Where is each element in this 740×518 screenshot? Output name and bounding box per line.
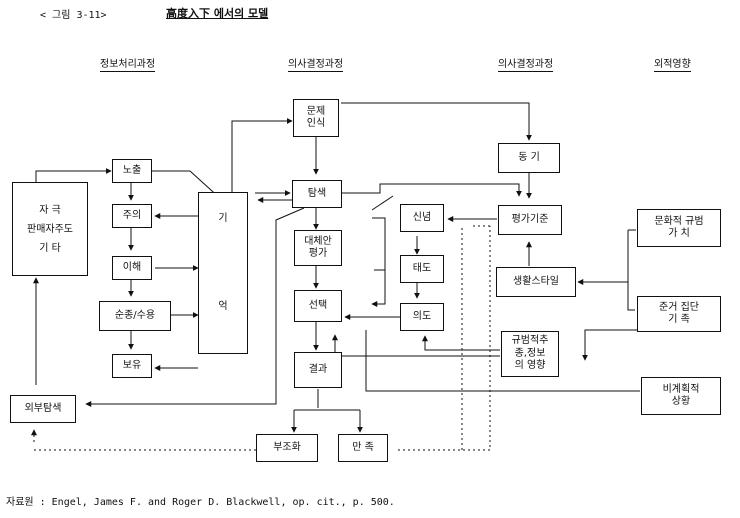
- reference-group-box: 준거 집단 기 족: [637, 296, 721, 332]
- comprehension-box: 이해: [112, 256, 152, 280]
- memory-label-top: 기: [218, 213, 228, 224]
- attention-box: 주의: [112, 204, 152, 228]
- memory-label-bottom: 억: [218, 301, 228, 312]
- attitude-box: 태도: [400, 255, 444, 283]
- choice-box: 선택: [294, 290, 342, 322]
- evaluation-criteria-box: 평가기준: [498, 205, 562, 235]
- column-header-external-influence: 외적영향: [654, 55, 691, 72]
- external-search-box: 외부탐색: [10, 395, 76, 423]
- normative-influence-box: 규범적추 종,정보 의 영향: [501, 331, 559, 377]
- memory-box: 기 억: [198, 192, 248, 354]
- satisfaction-box: 만 족: [338, 434, 388, 462]
- belief-box: 신념: [400, 204, 444, 232]
- diagram-title: 高度入下 에서의 모델: [166, 7, 269, 20]
- unexpected-situation-box: 비계획적 상황: [641, 377, 721, 415]
- problem-recognition-box: 문제 인식: [293, 99, 339, 137]
- lifestyle-box: 생활스타일: [496, 267, 576, 297]
- exposure-box: 노출: [112, 159, 152, 183]
- motive-box: 동 기: [498, 143, 560, 173]
- outcome-box: 결과: [294, 352, 342, 388]
- intention-box: 의도: [400, 303, 444, 331]
- figure-label: < 그림 3-11>: [40, 10, 107, 21]
- column-header-info-processing: 정보처리과정: [100, 55, 156, 72]
- column-header-decision-process-2: 의사결정과정: [498, 55, 554, 72]
- source-note: 자료원 : Engel, James F. and Roger D. Black…: [6, 497, 395, 508]
- stimulus-box: 자 극 판매자주도 기 타: [12, 182, 88, 276]
- culture-norms-box: 문화적 규범 가 치: [637, 209, 721, 247]
- retention-box: 보유: [112, 354, 152, 378]
- search-box: 탐색: [292, 180, 342, 208]
- acceptance-box: 순종/수용: [99, 301, 171, 331]
- dissonance-box: 부조화: [256, 434, 318, 462]
- column-header-decision-process: 의사결정과정: [288, 55, 344, 72]
- alternative-evaluation-box: 대체안 평가: [294, 230, 342, 266]
